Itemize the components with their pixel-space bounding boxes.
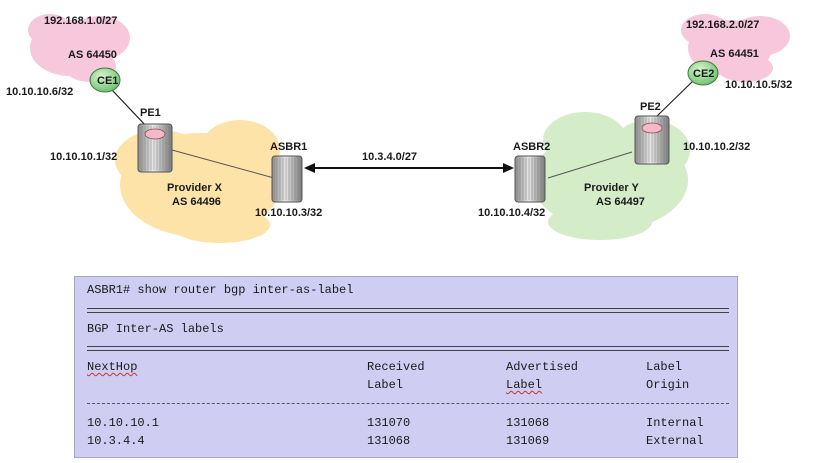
asbr1-ip: 10.10.10.3/32 — [255, 207, 322, 219]
provider-y-cloud — [532, 112, 690, 240]
asbr1-label: ASBR1 — [270, 141, 307, 153]
link-subnet: 10.3.4.0/27 — [362, 151, 417, 163]
left-site-cloud — [28, 14, 130, 82]
provider-x-as: AS 64496 — [172, 196, 221, 208]
left-site-subnet: 192.168.1.0/27 — [44, 15, 117, 27]
pe2-label: PE2 — [640, 101, 661, 113]
asbr2-pe2-link — [547, 151, 633, 179]
pe1-router-icon — [137, 123, 173, 173]
row-received-label: 131068 — [367, 434, 411, 448]
col-header-received: Received — [367, 360, 425, 374]
pe2-ce2-link — [654, 79, 695, 119]
col-header-nexthop: NextHop — [87, 360, 138, 374]
row-label-origin: External — [646, 434, 704, 448]
cli-command: ASBR1# show router bgp inter-as-label — [87, 283, 354, 297]
ce1-label: CE1 — [97, 75, 118, 87]
provider-y-name: Provider Y — [584, 182, 639, 194]
col-header-origin-label: Label — [646, 360, 683, 374]
col-header-advertised: Advertised — [506, 360, 579, 374]
pe1-label: PE1 — [140, 107, 161, 119]
cli-heading: BGP Inter-AS labels — [87, 322, 224, 336]
network-diagram: 192.168.1.0/27 AS 64450 CE1 10.10.10.6/3… — [6, 14, 792, 243]
ce2-label: CE2 — [693, 68, 714, 80]
right-site-as: AS 64451 — [710, 48, 759, 60]
asbr2-ip: 10.10.10.4/32 — [478, 207, 545, 219]
ce2-ip: 10.10.10.5/32 — [725, 79, 792, 91]
pe2-router-icon — [634, 115, 670, 165]
provider-x-name: Provider X — [167, 182, 223, 194]
right-site-subnet: 192.168.2.0/27 — [686, 19, 759, 31]
inter-as-link — [304, 163, 514, 173]
asbr2-label: ASBR2 — [513, 141, 550, 153]
row-advertised-label: 131069 — [506, 434, 550, 448]
col-header-advertised-label: Label — [506, 378, 543, 392]
pe1-ip: 10.10.10.1/32 — [50, 151, 117, 163]
provider-y-as: AS 64497 — [596, 196, 645, 208]
cli-output-panel: ASBR1# show router bgp inter-as-label BG… — [74, 276, 738, 458]
ce1-pe1-link — [111, 89, 149, 129]
pe1-asbr1-link — [171, 149, 275, 179]
separator-double — [87, 308, 729, 313]
pe2-ip: 10.10.10.2/32 — [683, 141, 750, 153]
ce1-router-icon — [89, 67, 121, 93]
row-advertised-label: 131068 — [506, 416, 550, 430]
ce2-router-icon — [687, 60, 719, 86]
row-nexthop: 10.3.4.4 — [87, 434, 145, 448]
col-header-origin: Origin — [646, 378, 690, 392]
asbr2-router-icon — [514, 155, 546, 203]
col-header-received-label: Label — [367, 378, 404, 392]
ce1-ip: 10.10.10.6/32 — [6, 86, 73, 98]
left-site-as: AS 64450 — [68, 49, 117, 61]
separator-double — [87, 346, 729, 351]
asbr1-router-icon — [271, 155, 303, 203]
separator-dashed — [87, 403, 729, 404]
row-nexthop: 10.10.10.1 — [87, 416, 160, 430]
row-received-label: 131070 — [367, 416, 411, 430]
row-label-origin: Internal — [646, 416, 704, 430]
